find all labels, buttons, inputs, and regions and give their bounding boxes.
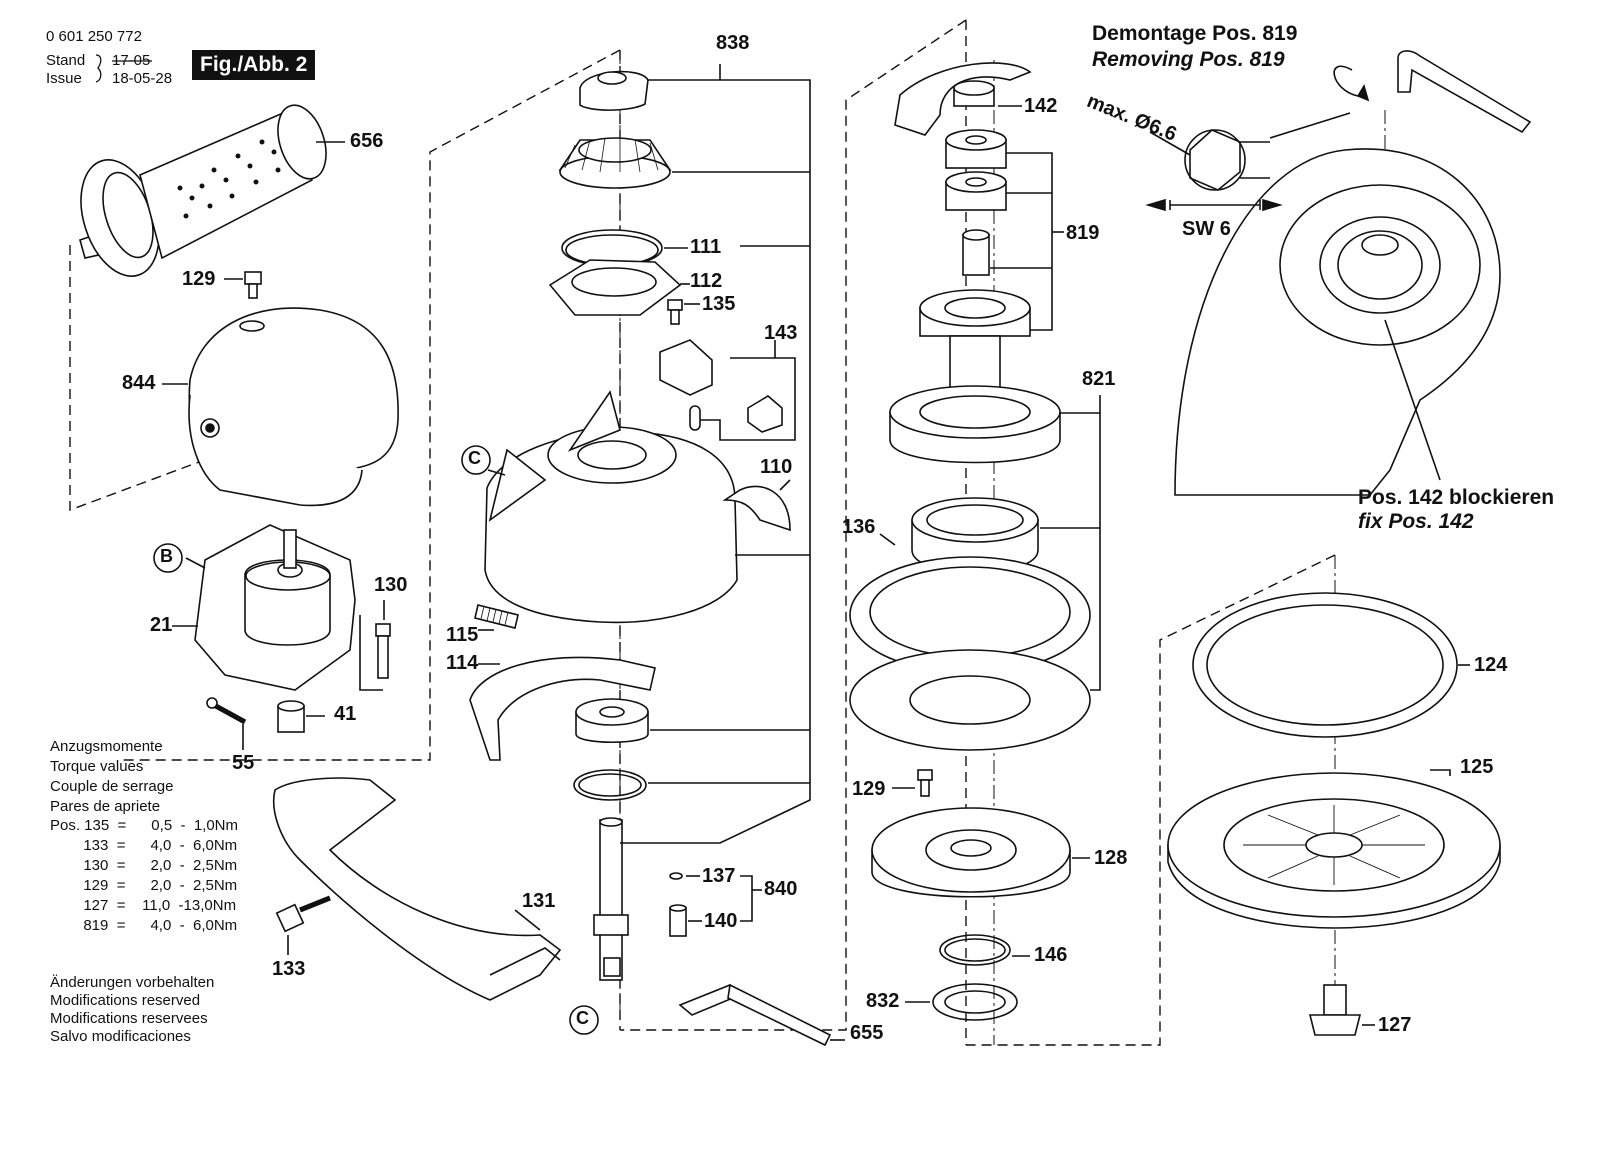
callout-131: 131 bbox=[522, 890, 556, 912]
screw-129-left-drawing bbox=[224, 271, 262, 299]
screw-130-drawing bbox=[359, 600, 391, 691]
callout-127: 127 bbox=[1378, 1014, 1412, 1036]
screw-133-drawing bbox=[275, 895, 331, 955]
callout-146: 146 bbox=[1034, 944, 1068, 966]
torque-row: 127 = 11,0 -13,0Nm bbox=[50, 897, 237, 914]
callout-41: 41 bbox=[334, 703, 357, 725]
callout-128: 128 bbox=[1094, 847, 1128, 869]
bearings-819-drawing bbox=[945, 129, 1064, 331]
issue-label: Issue bbox=[46, 70, 82, 87]
screw-55-drawing bbox=[206, 697, 247, 750]
callout-21: 21 bbox=[150, 614, 173, 636]
callout-136: 136 bbox=[842, 516, 876, 538]
washer-832-drawing bbox=[905, 983, 1018, 1021]
callout-115: 115 bbox=[446, 624, 479, 646]
torque-row: Pos. 135 = 0,5 - 1,0Nm bbox=[50, 817, 239, 834]
stand-label: Stand bbox=[46, 52, 86, 69]
callout-124: 124 bbox=[1474, 654, 1508, 676]
modification-line: Änderungen vorbehalten bbox=[50, 974, 215, 991]
torque-row: 130 = 2,0 - 2,5Nm bbox=[50, 857, 238, 874]
callout-135: 135 bbox=[702, 293, 736, 315]
sleeve-41-drawing bbox=[277, 700, 325, 733]
modification-line: Modifications reservees bbox=[50, 1010, 208, 1027]
callout-137: 137 bbox=[702, 865, 736, 887]
issue-value: 18-05-28 bbox=[112, 70, 173, 87]
bevel-gear-drawing bbox=[558, 137, 810, 189]
flange-112-drawing bbox=[548, 259, 690, 316]
screw-129-right-drawing bbox=[892, 769, 933, 797]
callout-129a: 129 bbox=[182, 268, 216, 290]
callout-656: 656 bbox=[350, 130, 384, 152]
spring-115-drawing bbox=[474, 604, 519, 631]
circlip-drawing bbox=[573, 769, 810, 801]
bracket-838-drawing bbox=[620, 64, 811, 844]
torque-row: 133 = 4,0 - 6,0Nm bbox=[50, 837, 238, 854]
detail-view-drawing bbox=[1174, 50, 1532, 496]
callout-655: 655 bbox=[850, 1022, 884, 1044]
callout-114: 114 bbox=[446, 652, 479, 674]
shaft-drawing bbox=[593, 817, 629, 981]
marker-b: B bbox=[160, 546, 173, 566]
fix-label-de: Pos. 142 blockieren bbox=[1358, 486, 1555, 509]
callout-111: 111 bbox=[690, 236, 722, 258]
callout-142: 142 bbox=[1024, 95, 1058, 117]
marker-c-bottom: C bbox=[576, 1008, 589, 1028]
torque-heading: Couple de serrage bbox=[50, 778, 174, 795]
callout-832: 832 bbox=[866, 990, 900, 1012]
cover-844-drawing bbox=[162, 307, 399, 507]
callout-819: 819 bbox=[1066, 222, 1100, 244]
bearing-drawing bbox=[575, 698, 810, 744]
torque-row: 819 = 4,0 - 6,0Nm bbox=[50, 917, 238, 934]
housing-21-drawing bbox=[172, 524, 356, 691]
callout-838: 838 bbox=[716, 32, 750, 54]
circlip-146-drawing bbox=[939, 934, 1030, 966]
torque-row: 129 = 2,0 - 2,5Nm bbox=[50, 877, 238, 894]
gear-housing-drawing bbox=[484, 390, 738, 624]
side-handle-131-drawing bbox=[273, 777, 562, 1001]
document-number: 0 601 250 772 bbox=[46, 28, 142, 45]
fix-label-en: fix Pos. 142 bbox=[1358, 510, 1474, 533]
pad-125-drawing bbox=[1167, 769, 1501, 929]
band-114-drawing bbox=[469, 656, 656, 761]
callout-844: 844 bbox=[122, 372, 156, 394]
callout-130: 130 bbox=[374, 574, 408, 596]
marker-circles bbox=[153, 445, 599, 1035]
screw-135-drawing bbox=[667, 299, 700, 325]
demontage-title-de: Demontage Pos. 819 bbox=[1092, 22, 1298, 45]
torque-heading: Torque values bbox=[50, 758, 144, 775]
callout-125: 125 bbox=[1460, 756, 1494, 778]
screw-127-drawing bbox=[1308, 984, 1375, 1036]
parts-137-140-drawing bbox=[669, 872, 762, 937]
stand-value: 17-05 bbox=[112, 52, 151, 69]
seal-plate-drawing bbox=[849, 649, 1091, 751]
torque-heading: Pares de apriete bbox=[50, 798, 161, 815]
handle-656-drawing bbox=[79, 104, 345, 277]
modification-line: Modifications reserved bbox=[50, 992, 201, 1009]
callout-133: 133 bbox=[272, 958, 306, 980]
callout-140: 140 bbox=[704, 910, 738, 932]
guard-142-drawing bbox=[894, 62, 1032, 136]
callout-840: 840 bbox=[764, 878, 798, 900]
brush-holder-143-drawing bbox=[659, 339, 796, 441]
torque-heading: Anzugsmomente bbox=[50, 738, 163, 755]
hex-detail-drawing bbox=[1145, 129, 1283, 212]
callout-112: 112 bbox=[690, 270, 723, 292]
sw-label: SW 6 bbox=[1182, 218, 1231, 240]
modification-line: Salvo modificaciones bbox=[50, 1028, 191, 1045]
figure-label: Fig./Abb. 2 bbox=[192, 50, 316, 80]
callout-821: 821 bbox=[1082, 368, 1116, 390]
marker-c-top: C bbox=[468, 448, 481, 468]
callout-55: 55 bbox=[232, 752, 255, 774]
flange-128-drawing bbox=[871, 807, 1090, 898]
callout-129b: 129 bbox=[852, 778, 886, 800]
ring-124-drawing bbox=[1192, 592, 1470, 738]
deflector-110-drawing bbox=[722, 479, 791, 532]
callout-110: 110 bbox=[760, 456, 793, 478]
clip-838-drawing bbox=[579, 70, 649, 111]
callout-143: 143 bbox=[764, 322, 798, 344]
demontage-title-en: Removing Pos. 819 bbox=[1092, 48, 1285, 71]
allen-key-655-drawing bbox=[678, 983, 845, 1047]
